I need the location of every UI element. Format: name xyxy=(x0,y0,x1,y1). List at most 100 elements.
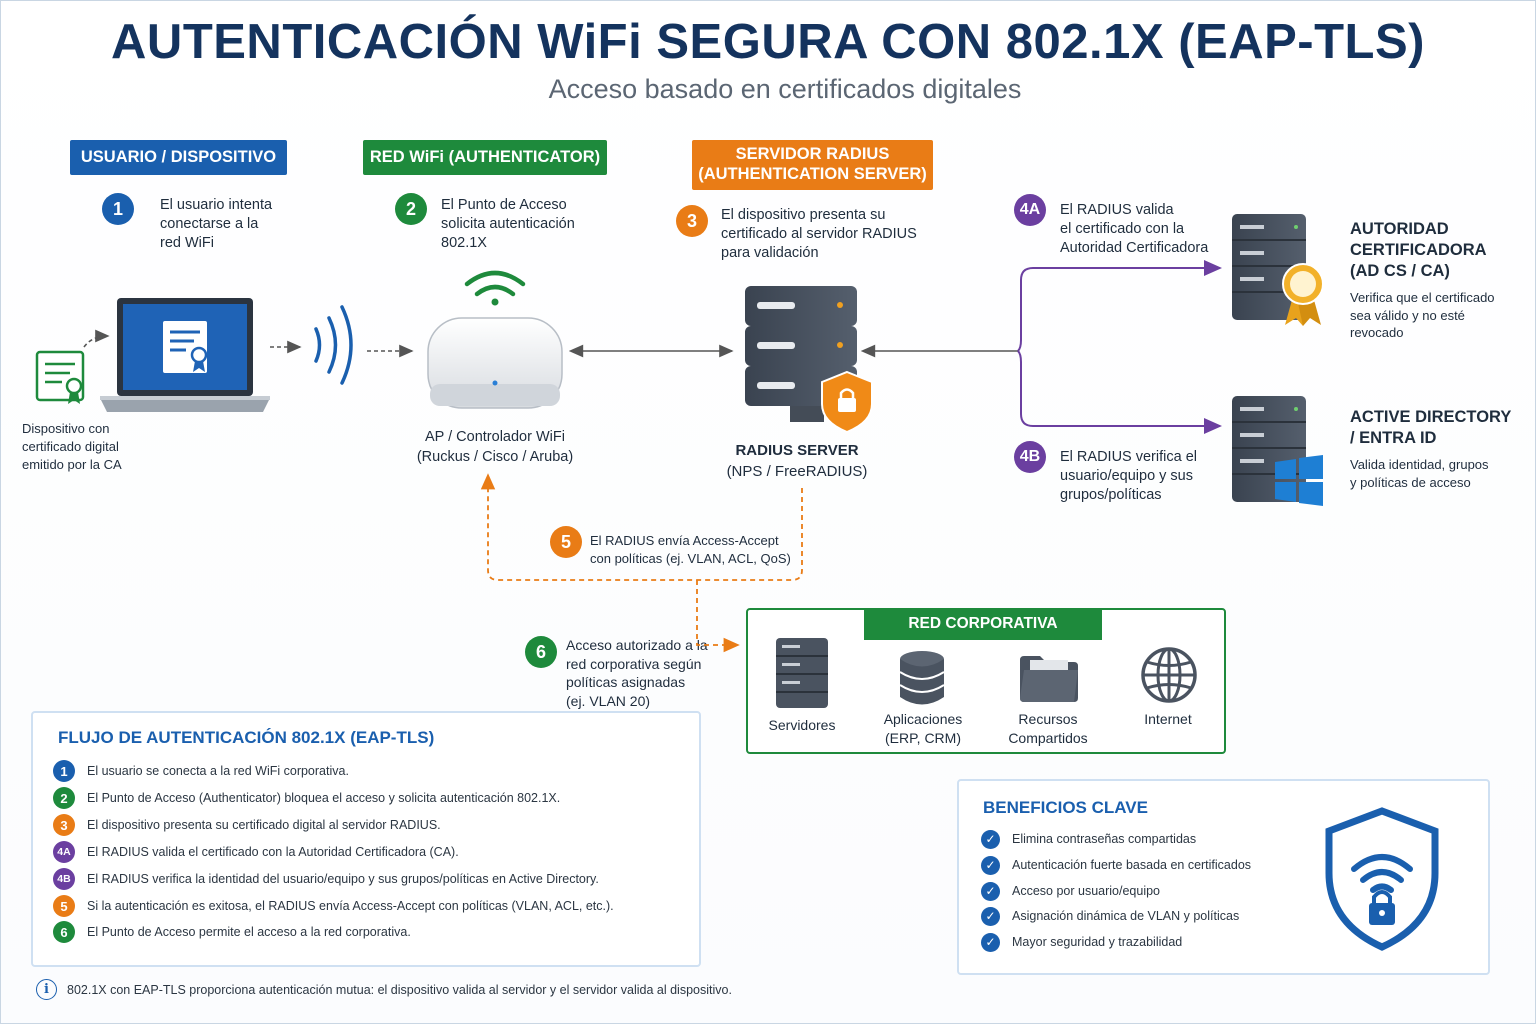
wireless-signal-icon xyxy=(314,305,353,385)
benefits-panel: BENEFICIOS CLAVE ✓Elimina contraseñas co… xyxy=(957,779,1490,975)
access-point-icon xyxy=(427,317,563,409)
step-5-text: El RADIUS envía Access-Accept con políti… xyxy=(590,532,791,568)
flow-row: 2 El Punto de Acceso (Authenticator) blo… xyxy=(53,787,560,809)
corp-item-label: Aplicaciones xyxy=(883,711,963,727)
step-4b-text: El RADIUS verifica el usuario/equipo y s… xyxy=(1060,448,1197,505)
ca-title-line: CERTIFICADORA xyxy=(1350,241,1487,259)
globe-icon xyxy=(1141,647,1197,703)
corp-item-applications: Aplicaciones (ERP, CRM) xyxy=(863,710,983,748)
flow-row-badge: 6 xyxy=(53,921,75,943)
certificate-icon xyxy=(35,350,85,404)
database-icon xyxy=(899,651,945,705)
step-2-line: El Punto de Acceso xyxy=(441,197,567,213)
flow-row-text: El usuario se conecta a la red WiFi corp… xyxy=(87,764,349,778)
radius-caption-line: (NPS / FreeRADIUS) xyxy=(726,463,868,480)
step-2-line: solicita autenticación xyxy=(441,216,575,232)
ap-caption-line: AP / Controlador WiFi xyxy=(425,429,565,445)
ad-title: ACTIVE DIRECTORY / ENTRA ID xyxy=(1350,407,1511,449)
ca-desc-line: Verifica que el certificado xyxy=(1350,290,1495,305)
flow-row-text: El RADIUS verifica la identidad del usua… xyxy=(87,872,599,886)
cert-to-laptop-arrow xyxy=(83,329,110,348)
step-6-line: red corporativa según xyxy=(566,655,702,672)
benefit-item: ✓ Elimina contraseñas compartidas xyxy=(981,828,1196,850)
step-4b-line: grupos/políticas xyxy=(1060,487,1162,503)
step-1-line: red WiFi xyxy=(160,235,214,251)
step-2-badge: 2 xyxy=(395,193,427,225)
benefit-item: ✓Mayor seguridad y trazabilidad xyxy=(981,931,1182,953)
check-icon: ✓ xyxy=(981,855,1000,875)
ca-description: Verifica que el certificado sea válido y… xyxy=(1350,289,1495,342)
ap-caption: AP / Controlador WiFi (Ruckus / Cisco / … xyxy=(395,427,595,467)
flow-row: 6 El Punto de Acceso permite el acceso a… xyxy=(53,921,411,943)
step-6-line: políticas asignadas xyxy=(566,674,686,690)
header-radius-line2: (AUTHENTICATION SERVER) xyxy=(698,165,927,183)
footer-note: i 802.1X con EAP-TLS proporciona autenti… xyxy=(36,979,732,1000)
step-3-text: El dispositivo presenta su certificado a… xyxy=(721,206,917,263)
wifi-icon xyxy=(464,270,526,306)
flow-panel: FLUJO DE AUTENTICACIÓN 802.1X (EAP-TLS) … xyxy=(31,711,701,967)
step-6-text: Acceso autorizado a la red corporativa s… xyxy=(566,636,708,710)
check-icon: ✓ xyxy=(981,881,1000,901)
flow-row: 4B El RADIUS verifica la identidad del u… xyxy=(53,868,599,890)
step-5-line: con políticas (ej. VLAN, ACL, QoS) xyxy=(590,551,791,566)
flow-row-badge: 2 xyxy=(53,787,75,809)
flow-row-badge: 4B xyxy=(53,868,75,890)
step-1-line: El usuario intenta xyxy=(160,197,273,213)
step-4a-line: El RADIUS valida xyxy=(1060,202,1174,218)
ad-desc-line: Valida identidad, grupos xyxy=(1350,457,1489,472)
page-title: AUTENTICACIÓN WiFi SEGURA CON 802.1X (EA… xyxy=(111,15,1425,69)
device-caption-line: emitido por la CA xyxy=(22,457,122,472)
check-icon: ✓ xyxy=(981,829,1000,849)
step-2-text: El Punto de Acceso solicita autenticació… xyxy=(441,196,575,253)
step-4a-line: el certificado con la xyxy=(1060,221,1185,237)
award-seal-icon xyxy=(1282,263,1324,326)
corp-item-label: Servidores xyxy=(768,717,836,733)
radius-to-ad-arrow xyxy=(1017,350,1222,434)
page-subtitle: Acceso basado en certificados digitales xyxy=(548,74,1022,104)
step-1-line: conectarse a la xyxy=(160,216,259,232)
benefit-item: ✓Acceso por usuario/equipo xyxy=(981,880,1160,902)
header-user-device: USUARIO / DISPOSITIVO xyxy=(70,140,287,175)
wifi-shield-lock-icon xyxy=(1325,807,1439,951)
ad-title-line: / ENTRA ID xyxy=(1350,429,1437,447)
step-4a-line: Autoridad Certificadora xyxy=(1060,240,1209,256)
corp-item-shared-resources: Recursos Compartidos xyxy=(988,710,1108,748)
flow-row: 1 El usuario se conecta a la red WiFi co… xyxy=(53,760,349,782)
corp-item-label: Internet xyxy=(1144,711,1192,727)
flow-row-badge: 1 xyxy=(53,760,75,782)
step-3-badge: 3 xyxy=(676,205,708,237)
step-5-badge: 5 xyxy=(550,526,582,558)
step-2-line: 802.1X xyxy=(441,235,487,251)
ad-title-line: ACTIVE DIRECTORY xyxy=(1350,408,1512,426)
ca-desc-line: revocado xyxy=(1350,325,1404,340)
step-4b-line: El RADIUS verifica el xyxy=(1060,449,1197,465)
flow-row: 5 Si la autenticación es exitosa, el RAD… xyxy=(53,895,614,917)
flow-row-text: Si la autenticación es exitosa, el RADIU… xyxy=(87,899,614,913)
flow-row: 4A El RADIUS valida el certificado con l… xyxy=(53,841,459,863)
step-4a-text: El RADIUS valida el certificado con la A… xyxy=(1060,201,1208,258)
flow-row: 3 El dispositivo presenta su certificado… xyxy=(53,814,441,836)
flow-row-text: El RADIUS valida el certificado con la A… xyxy=(87,845,459,859)
ap-to-corp-access-arrow xyxy=(696,580,740,653)
flow-row-text: El dispositivo presenta su certificado d… xyxy=(87,818,441,832)
step-1-text: El usuario intenta conectarse a la red W… xyxy=(160,196,272,253)
benefit-text: Elimina contraseñas compartidas xyxy=(1012,832,1197,846)
step-3-line: certificado al servidor RADIUS xyxy=(721,226,917,242)
device-caption: Dispositivo con certificado digital emit… xyxy=(22,420,122,474)
corp-item-internet: Internet xyxy=(1118,710,1218,729)
benefit-text: Asignación dinámica de VLAN y políticas xyxy=(1012,909,1240,923)
header-radius-line1: SERVIDOR RADIUS xyxy=(735,145,890,164)
check-icon: ✓ xyxy=(981,906,1000,926)
ca-title: AUTORIDAD CERTIFICADORA (AD CS / CA) xyxy=(1350,219,1487,282)
footer-text: 802.1X con EAP-TLS proporciona autentica… xyxy=(67,982,732,997)
flow-panel-title: FLUJO DE AUTENTICACIÓN 802.1X (EAP-TLS) xyxy=(58,728,435,747)
ad-description: Valida identidad, grupos y políticas de … xyxy=(1350,456,1489,492)
info-icon: i xyxy=(36,979,57,1000)
ap-caption-line: (Ruckus / Cisco / Aruba) xyxy=(416,449,574,465)
radius-to-ap-accept-arrow xyxy=(480,473,803,581)
radius-caption-title: RADIUS SERVER xyxy=(735,442,859,459)
corp-item-label: Recursos xyxy=(1018,711,1078,727)
step-6-line: (ej. VLAN 20) xyxy=(566,692,651,709)
benefit-text: Mayor seguridad y trazabilidad xyxy=(1012,935,1183,949)
flow-row-text: El Punto de Acceso (Authenticator) bloqu… xyxy=(87,791,561,805)
